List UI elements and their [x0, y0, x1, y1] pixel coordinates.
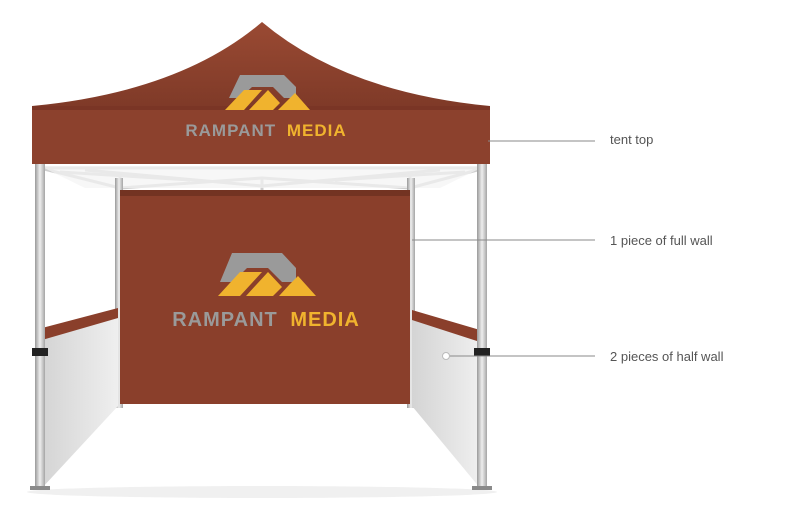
- front-right-pole: [477, 160, 487, 490]
- left-half-wall-trim: [42, 308, 118, 340]
- left-half-wall: [42, 310, 118, 488]
- top-logo-gold-shape-right: [278, 93, 310, 110]
- tent-top-brand: RAMPANT MEDIA: [185, 121, 346, 140]
- back-left-pole: [115, 178, 123, 408]
- full-wall-top-shade: [120, 190, 410, 196]
- full-wall: [120, 190, 410, 404]
- full-wall-brand-word1: RAMPANT: [172, 309, 278, 331]
- front-left-foot: [30, 486, 50, 490]
- tent-top-brand-word1: RAMPANT: [185, 121, 276, 140]
- logo-gold-shape-right: [279, 276, 316, 296]
- callout-label-tent-top: tent top: [610, 132, 654, 147]
- callout-label-full-wall: 1 piece of full wall: [610, 233, 713, 248]
- full-wall-logo-mark: [218, 253, 316, 296]
- top-logo-gold-shape-mid: [249, 90, 280, 110]
- callout-label-half-wall: 2 pieces of half wall: [610, 349, 724, 364]
- tent-top-valance: [32, 106, 490, 164]
- front-right-foot: [472, 486, 492, 490]
- logo-gold-shape-mid: [246, 272, 282, 296]
- tent-top-brand-word2: MEDIA: [287, 121, 347, 140]
- roof-underside: [40, 166, 485, 188]
- ground-shadow: [27, 486, 497, 498]
- tent-top-roof: [32, 22, 490, 106]
- front-left-clamp: [32, 348, 48, 356]
- callout-dot-half-wall: [442, 352, 450, 360]
- top-logo-gold-shape-left: [225, 90, 262, 110]
- tent-top-logo-mark: [225, 75, 310, 110]
- full-wall-brand: RAMPANT MEDIA: [172, 309, 360, 331]
- front-left-pole: [35, 160, 45, 490]
- right-half-wall-trim: [412, 310, 480, 342]
- logo-gold-shape-left: [218, 272, 262, 296]
- full-wall-brand-word2: MEDIA: [290, 309, 359, 331]
- front-right-clamp: [474, 348, 490, 356]
- back-right-pole: [407, 178, 415, 408]
